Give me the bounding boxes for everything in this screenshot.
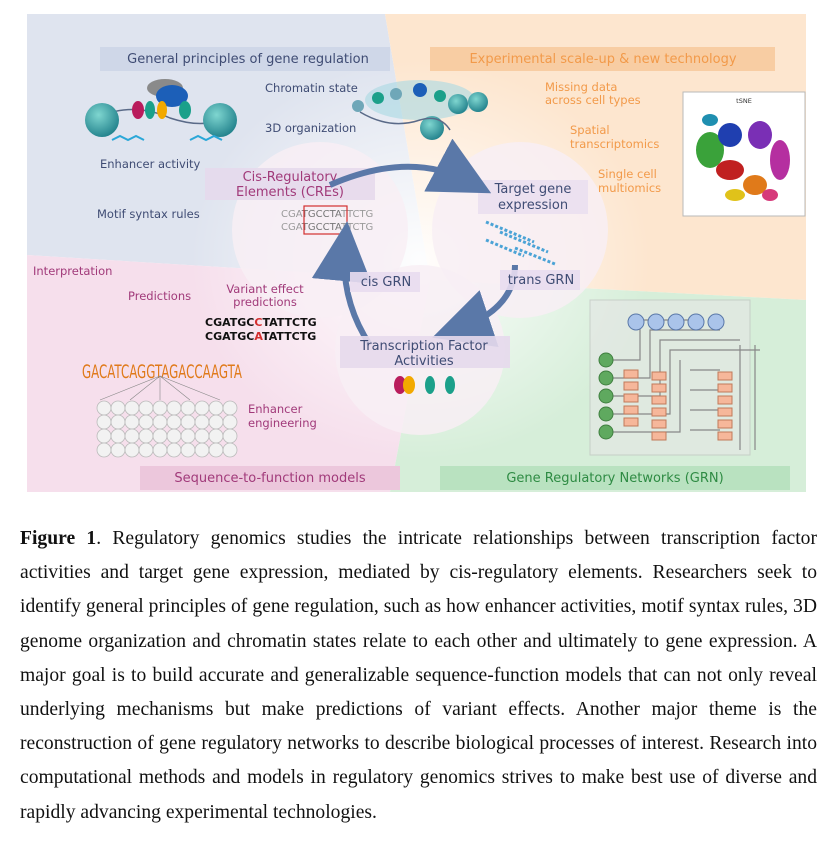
chromatin-state-label: Chromatin state — [265, 81, 358, 95]
3d-organization-label: 3D organization — [265, 121, 356, 135]
figure-caption: Figure 1. Regulatory genomics studies th… — [20, 522, 817, 830]
caption-figure-label: Figure 1 — [20, 528, 97, 549]
tfa-title-1: Transcription Factor — [359, 339, 488, 354]
single-cell-label-1: Single cell — [598, 167, 657, 181]
quadrant-top-right-title: Experimental scale-up & new technology — [469, 52, 736, 67]
predictions-label: Predictions — [128, 289, 191, 303]
cre-title-2: Elements (CREs) — [236, 185, 344, 200]
figure-svg: General principles of gene regulation Ex… — [27, 14, 806, 492]
neural-network-illustration — [96, 375, 238, 458]
svg-text:CGATGCCTATTCTG: CGATGCCTATTCTG — [281, 222, 373, 233]
arrow-cre-to-target — [328, 138, 492, 194]
quadrant-top-right-bar — [430, 47, 775, 71]
enhancer-engineering-label-1: Enhancer — [248, 402, 303, 416]
target-title-bg — [478, 180, 588, 214]
cre-title-1: Cis-Regulatory — [243, 170, 338, 185]
caption-text: . Regulatory genomics studies the intric… — [20, 528, 817, 823]
svg-text:CGATGCATATTCTG: CGATGCATATTCTG — [205, 330, 316, 343]
cis-grn-label: cis GRN — [361, 275, 412, 290]
tf-proteins — [394, 376, 455, 394]
enhancer-engineering-label-2: engineering — [248, 416, 317, 430]
mrna-strands — [485, 220, 556, 266]
missing-data-label-2: across cell types — [545, 93, 641, 107]
missing-data-label-1: Missing data — [545, 80, 617, 94]
tsne-plot: tSNE — [682, 91, 806, 217]
svg-text:CGATGCCTATTCTG: CGATGCCTATTCTG — [281, 209, 373, 220]
quadrant-top-left-title: General principles of gene regulation — [127, 52, 369, 67]
variant-effect-label-1: Variant effect — [226, 282, 304, 296]
cis-grn-bg — [350, 272, 420, 292]
variant-sequences: CGATGCCTATTCTG CGATGCATATTCTG — [205, 316, 317, 343]
spatial-label-2: transcriptomics — [570, 137, 659, 151]
trans-grn-bg — [500, 270, 580, 290]
tsne-title: tSNE — [736, 97, 752, 105]
enhancer-illustration — [85, 79, 237, 142]
tfa-title-2: Activities — [394, 354, 454, 369]
single-cell-label-2: multiomics — [598, 181, 661, 195]
quadrant-bottom-right-title: Gene Regulatory Networks (GRN) — [506, 471, 723, 486]
tfa-title-bg — [340, 336, 510, 368]
motif-logo: GACATCAGGTAGACCAAGTA — [82, 361, 242, 383]
motif-syntax-label: Motif syntax rules — [97, 207, 200, 221]
quadrant-top-left-bar — [100, 47, 390, 71]
target-title-1: Target gene — [494, 182, 572, 197]
quadrant-bottom-left-title: Sequence-to-function models — [174, 471, 366, 486]
interpretation-label: Interpretation — [33, 264, 112, 278]
quadrant-bottom-right-bar — [440, 466, 790, 490]
trans-grn-label: trans GRN — [508, 273, 574, 288]
arrow-tfa-to-cre — [311, 221, 373, 347]
quadrant-bottom-left-bar — [140, 466, 400, 490]
cre-title-bg — [205, 168, 375, 200]
svg-text:CGATGCCTATTCTG: CGATGCCTATTCTG — [205, 316, 317, 329]
variant-effect-label-2: predictions — [233, 295, 297, 309]
figure-graphic: General principles of gene regulation Ex… — [27, 14, 806, 492]
spatial-label-1: Spatial — [570, 123, 610, 137]
chromatin-illustration — [352, 80, 488, 140]
enhancer-activity-label: Enhancer activity — [100, 157, 201, 171]
target-title-2: expression — [498, 198, 568, 213]
grn-schematic — [589, 299, 760, 456]
